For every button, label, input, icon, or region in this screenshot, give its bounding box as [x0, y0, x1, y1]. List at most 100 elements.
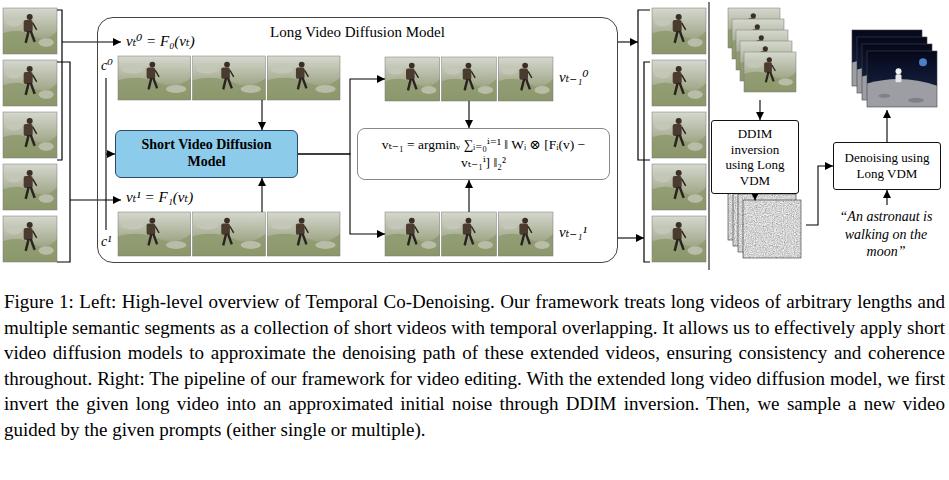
hiker-backpack — [463, 68, 472, 79]
rock — [122, 65, 144, 74]
hiker-arm — [682, 231, 686, 238]
hiker-arm — [33, 75, 37, 82]
frame-border — [744, 52, 796, 92]
rock — [315, 241, 335, 249]
frame-border — [743, 200, 801, 258]
bracket — [644, 62, 650, 262]
hiker-legs — [521, 234, 530, 245]
hiker-backpack — [24, 72, 33, 84]
hiker-head — [676, 66, 682, 72]
rock — [688, 90, 703, 98]
video-frame — [193, 212, 266, 256]
hiker-arm — [230, 70, 234, 77]
arrow-connector — [261, 100, 262, 130]
rock — [388, 66, 404, 75]
rocky-ground — [652, 83, 706, 106]
hiker-head — [466, 218, 472, 224]
hiker-backpack — [221, 67, 230, 78]
hiker-legs — [26, 135, 35, 147]
condition-label: c¹ — [101, 233, 111, 251]
hiker-arm — [772, 65, 775, 71]
math-label: vₜ⁰ = F₀(vₜ) — [126, 31, 195, 51]
rock — [655, 121, 671, 130]
video-frame — [193, 56, 266, 100]
rock — [122, 221, 144, 230]
flow-arrow — [759, 100, 760, 120]
rock — [421, 86, 436, 94]
box-label: vₜ₋₁ = argminᵥ ∑ᵢ₌₀ⁱ⁼¹ ‖ Wᵢ ⊗ [Fᵢ(v) − v… — [366, 136, 601, 171]
frame-border — [118, 212, 191, 256]
frame-border — [3, 112, 57, 158]
hiker-backpack — [673, 228, 682, 240]
hiker-legs — [408, 234, 417, 245]
rock — [747, 60, 763, 68]
hiker-backpack — [221, 223, 230, 234]
hiker-arm — [33, 231, 37, 238]
hiker-head — [149, 218, 155, 224]
rocky-ground — [442, 234, 497, 256]
moon-surface — [867, 79, 937, 107]
video-frame — [498, 212, 553, 256]
frame-background — [442, 212, 497, 256]
video-frame — [442, 212, 497, 256]
rocky-ground — [652, 239, 706, 262]
hiker-head — [27, 170, 33, 176]
hiker-figure — [24, 222, 37, 251]
frame-background — [193, 212, 266, 256]
bracket — [57, 10, 62, 160]
hiker-backpack — [519, 223, 528, 234]
arrow-connector — [468, 180, 469, 212]
hiker-figure — [764, 57, 775, 82]
video-frame — [442, 57, 497, 101]
prompt-arrow — [886, 190, 887, 205]
rock — [6, 69, 22, 78]
hiker-figure — [673, 14, 686, 43]
rock — [6, 121, 22, 130]
rock — [271, 221, 293, 230]
rocky-ground — [118, 78, 191, 100]
hiker-legs — [26, 83, 35, 95]
hiker-head — [759, 35, 764, 40]
hiker-figure — [24, 118, 37, 147]
rock — [688, 194, 703, 202]
hiker-head — [409, 218, 415, 224]
video-frame — [118, 56, 191, 100]
video-frame — [652, 8, 706, 54]
flow-arrow — [886, 110, 887, 142]
hiker-legs — [149, 78, 158, 89]
flow-arrow — [754, 194, 755, 200]
rock — [655, 173, 671, 182]
rock — [501, 66, 517, 75]
rocky-ground — [652, 187, 706, 210]
hiker-head — [466, 63, 472, 69]
frame-border — [652, 60, 706, 106]
hiker-backpack — [24, 228, 33, 240]
hiker-head — [149, 62, 155, 68]
frame-background — [193, 56, 266, 100]
frame-border — [652, 8, 706, 54]
hiker-legs — [26, 187, 35, 199]
hiker-head — [676, 222, 682, 228]
rocky-ground — [652, 135, 706, 158]
hiker-backpack — [673, 72, 682, 84]
layout-arrows — [62, 42, 887, 238]
hiker-backpack — [406, 223, 415, 234]
hiker-legs — [408, 79, 417, 90]
rock — [39, 246, 54, 254]
rock — [166, 85, 186, 93]
hiker-figure — [24, 66, 37, 95]
condition-arrow — [106, 153, 115, 154]
input-arrow — [70, 199, 121, 200]
rocky-ground — [744, 72, 796, 92]
math-label: vₜ₋₁⁰ — [559, 67, 589, 87]
hiker-figure — [673, 170, 686, 199]
frame-border — [652, 164, 706, 210]
video-frame — [3, 60, 57, 106]
frame-strip: vₜ₋₁⁰ — [385, 57, 553, 101]
frame-border — [652, 216, 706, 262]
hiker-backpack — [24, 124, 33, 136]
hiker-backpack — [764, 62, 772, 72]
hiker-figure — [673, 222, 686, 251]
rocky-ground — [3, 239, 57, 262]
rock — [6, 225, 22, 234]
